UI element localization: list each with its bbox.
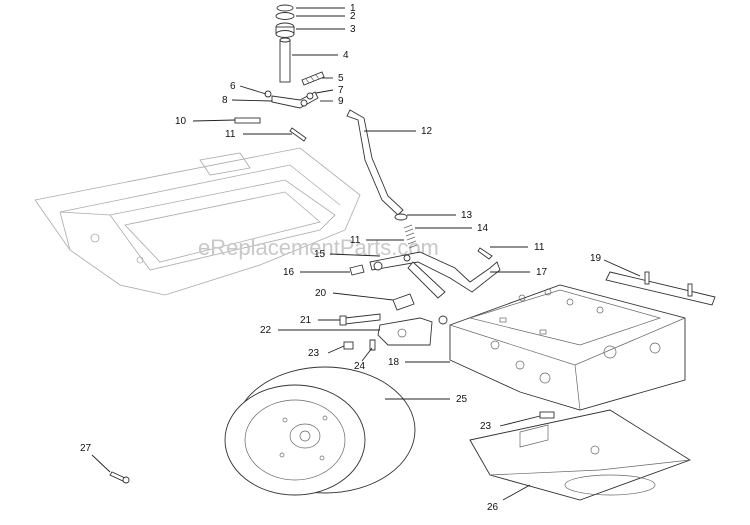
chassis-outline [34, 147, 361, 296]
callout-19: 19 [590, 253, 602, 264]
callout-15: 15 [314, 249, 326, 260]
bolt [339, 313, 381, 326]
callout-21: 21 [300, 315, 312, 326]
callout-5: 5 [338, 73, 344, 84]
callout-23a: 23 [308, 348, 320, 359]
callout-14: 14 [477, 223, 489, 234]
upper-hardware [234, 71, 325, 142]
callout-23b: 23 [480, 421, 492, 432]
mount-plate [605, 271, 716, 306]
wheel [224, 366, 416, 496]
callout-25: 25 [456, 394, 468, 405]
callout-8: 8 [222, 95, 228, 106]
rod-spring [394, 213, 418, 249]
callout-24: 24 [354, 361, 366, 372]
callout-1: 1 [350, 3, 356, 14]
callout-2: 2 [350, 11, 356, 22]
callout-4: 4 [343, 50, 349, 61]
callout-26: 26 [487, 502, 499, 513]
callout-11a: 11 [225, 129, 236, 140]
nut-fitting [343, 339, 376, 351]
callout-10: 10 [175, 116, 187, 127]
steering-cap-parts [275, 4, 295, 38]
callout-20: 20 [315, 288, 327, 299]
callout-22: 22 [260, 325, 272, 336]
callout-16: 16 [283, 267, 295, 278]
callout-9: 9 [338, 96, 344, 107]
callout-7: 7 [338, 85, 344, 96]
callout-3: 3 [350, 24, 356, 35]
callout-6: 6 [230, 81, 236, 92]
bracket [377, 315, 448, 346]
callout-labels: 1 2 3 4 5 6 7 8 9 10 11 12 13 14 11 11 1… [80, 3, 602, 513]
screw [109, 471, 130, 484]
frame-box [449, 284, 686, 411]
link-arms [349, 247, 501, 299]
callout-11b: 11 [350, 235, 361, 246]
callout-12: 12 [421, 126, 433, 137]
callout-13: 13 [461, 210, 473, 221]
callout-18: 18 [388, 357, 400, 368]
steering-rod [346, 109, 404, 216]
callout-17: 17 [536, 267, 548, 278]
steering-shaft [279, 37, 291, 83]
callout-11c: 11 [534, 242, 545, 253]
sleeve [392, 293, 415, 311]
leader-lines [91, 7, 641, 501]
guard-plate [469, 409, 692, 501]
callout-27: 27 [80, 443, 92, 454]
